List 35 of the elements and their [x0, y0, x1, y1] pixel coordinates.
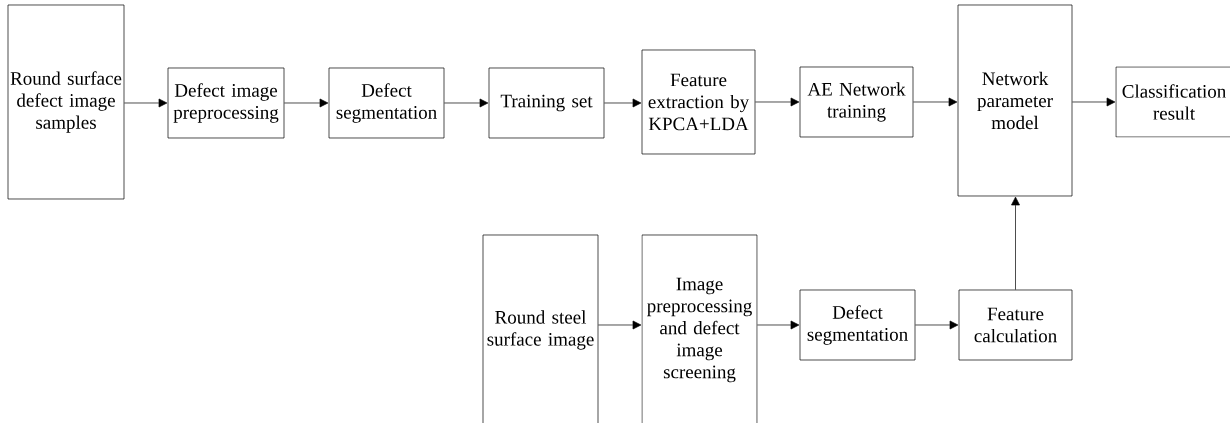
- arrow: [915, 320, 959, 330]
- process-box: [482, 234, 599, 423]
- process-box: [328, 67, 445, 139]
- arrow: [913, 97, 958, 107]
- node-label: Defect image preprocessing: [173, 83, 279, 123]
- process-box: [1115, 66, 1230, 138]
- node-label: Defect segmentation: [807, 305, 908, 345]
- node-label: Image preprocessing and defect image screening: [647, 277, 752, 383]
- node-label: Training set: [500, 94, 593, 112]
- arrow: [284, 98, 329, 108]
- arrow: [1011, 196, 1020, 290]
- arrow: [604, 98, 642, 108]
- node-label: Round steel surface image: [487, 310, 594, 350]
- node-label: Network parameter model: [977, 71, 1053, 130]
- arrow: [757, 320, 800, 330]
- arrow: [598, 320, 642, 330]
- arrow: [755, 97, 800, 107]
- process-box: [641, 234, 758, 423]
- node-label: Feature extraction by KPCA+LDA: [648, 73, 750, 131]
- node-label: Round surface defect image samples: [10, 71, 122, 133]
- node-label: Feature calculation: [974, 307, 1057, 343]
- arrow: [1072, 97, 1116, 107]
- arrow: [444, 98, 489, 108]
- process-box: [957, 4, 1073, 197]
- process-box: [799, 66, 914, 138]
- node-label: Classification result: [1122, 84, 1226, 120]
- arrow: [124, 98, 168, 108]
- process-box: [799, 289, 916, 361]
- process-box: [958, 289, 1073, 361]
- process-box: [7, 4, 125, 200]
- process-box: [488, 67, 605, 139]
- process-box: [167, 67, 285, 139]
- node-label: Defect segmentation: [336, 83, 437, 123]
- node-label: AE Network training: [807, 82, 906, 122]
- process-box: [641, 49, 756, 155]
